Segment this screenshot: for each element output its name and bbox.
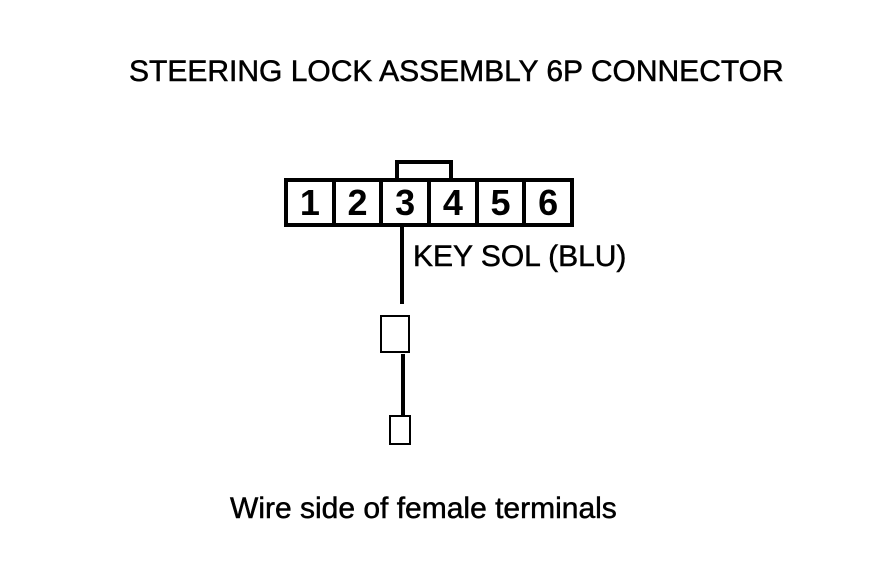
diagram-title: STEERING LOCK ASSEMBLY 6P CONNECTOR [129,55,784,88]
pin-cell-2: 2 [336,182,384,223]
pin-cell-5: 5 [479,182,527,223]
pin-cell-3: 3 [383,182,432,223]
wire-segment-lower [401,354,405,416]
connector-polarity-tab [395,160,453,178]
footer-note: Wire side of female terminals [230,492,617,525]
pin-cell-1: 1 [288,182,336,223]
pin-cell-4: 4 [431,182,479,223]
pin-cell-6: 6 [538,181,559,223]
terminal-end-symbol [389,415,411,445]
inline-connector-symbol [380,315,410,353]
wire-label-key-sol: KEY SOL (BLU) [413,240,627,273]
wire-segment-upper [400,227,404,304]
connector-body: 1 2 3 4 5 6 [284,178,574,227]
